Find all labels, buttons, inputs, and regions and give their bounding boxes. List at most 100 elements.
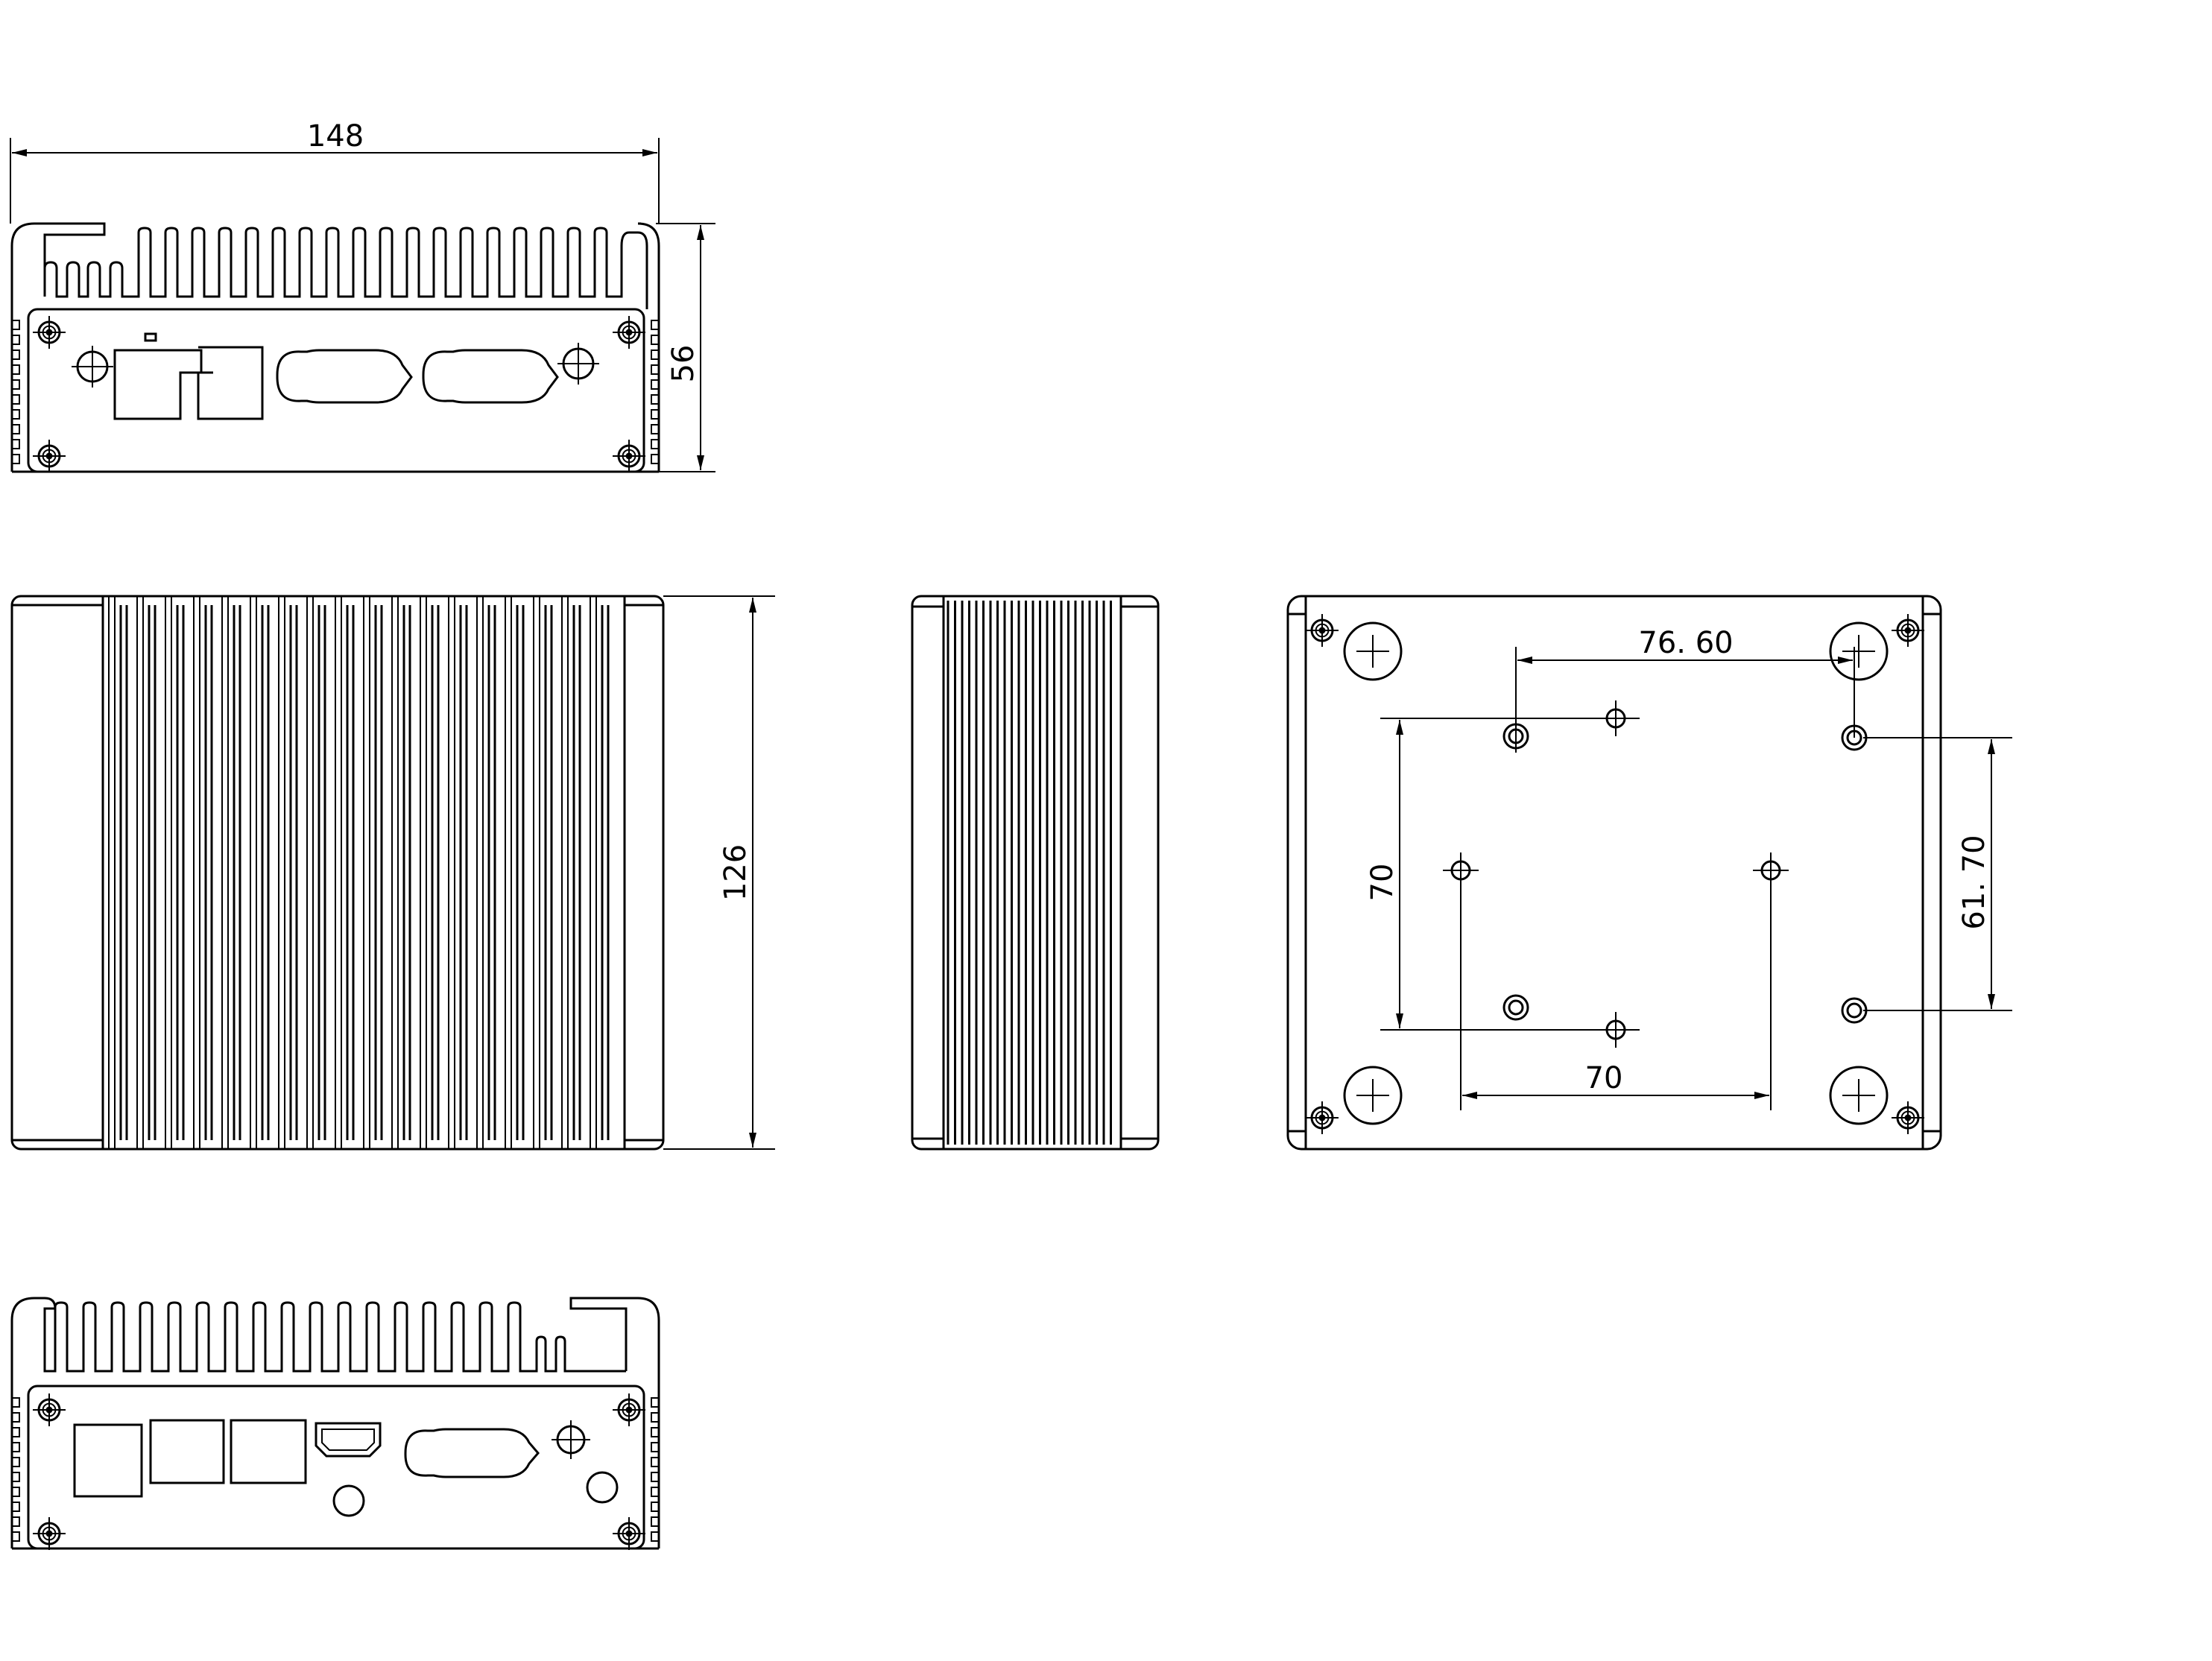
ethernet-port-icon — [73, 1423, 143, 1498]
side-heatsink-fins — [947, 601, 1112, 1145]
rib — [12, 335, 20, 345]
reset-button-icon — [586, 1471, 619, 1504]
rib — [651, 364, 659, 375]
rib — [12, 409, 20, 420]
rib — [12, 364, 20, 375]
dim-hole-spacing-6170: 61. 70 — [1957, 835, 1991, 929]
front-view: 148 56 — [10, 119, 715, 473]
rib — [12, 424, 20, 434]
fin-channel — [448, 596, 468, 1149]
fin-profile — [43, 227, 648, 309]
led-indicator-icon — [144, 332, 157, 342]
hdmi-port-icon — [315, 1422, 382, 1458]
rubber-foot-icon — [1343, 621, 1403, 681]
front-panel-screws — [33, 316, 645, 472]
fin-channel — [221, 596, 241, 1149]
rib — [651, 379, 659, 390]
fin-channel — [533, 596, 553, 1149]
serial-port-icon — [404, 1428, 540, 1478]
fin-channel — [335, 596, 355, 1149]
fin-channel — [250, 596, 270, 1149]
threaded-hole-icon — [1502, 994, 1529, 1021]
serial-port-icon — [276, 349, 413, 404]
dim-height-56: 56 — [666, 345, 701, 383]
bottom-screws — [1306, 614, 1924, 1134]
bottom-view: 76. 60 61. 70 70 70 — [1286, 595, 2012, 1151]
rear-side-ribs — [12, 1397, 659, 1542]
rubber-feet — [1343, 621, 1889, 1125]
screw-icon — [33, 1393, 66, 1426]
top-heatsink-fins — [108, 596, 610, 1149]
dim-width-148: 148 — [307, 119, 364, 154]
power-button-icon — [332, 1484, 365, 1517]
threaded-hole-icon — [1841, 997, 1868, 1024]
dim-vesa-y-70: 70 — [1365, 864, 1400, 902]
rib — [12, 1531, 20, 1542]
screw-icon — [33, 316, 66, 349]
rib — [12, 1472, 20, 1482]
fin-channel — [505, 596, 525, 1149]
fin-channel — [420, 596, 440, 1149]
rib — [651, 394, 659, 405]
fin-profile — [43, 1297, 626, 1373]
antenna-hole-icon — [557, 343, 599, 385]
rib — [651, 1397, 659, 1408]
rib — [12, 1487, 20, 1497]
screw-icon — [33, 1517, 66, 1550]
fin-channel — [193, 596, 213, 1149]
rib — [651, 1487, 659, 1497]
rib — [12, 1457, 20, 1467]
rib — [651, 320, 659, 330]
screw-icon — [613, 1393, 645, 1426]
rib — [12, 1502, 20, 1512]
rib — [651, 1412, 659, 1423]
rib — [651, 335, 659, 345]
rubber-foot-icon — [1829, 1066, 1889, 1125]
screw-icon — [1306, 1101, 1339, 1134]
rib — [651, 1427, 659, 1437]
rib — [651, 1457, 659, 1467]
rear-panel-screws — [33, 1393, 645, 1550]
fin-channel — [363, 596, 383, 1149]
rib — [651, 1502, 659, 1512]
fin-channel — [306, 596, 326, 1149]
rib — [12, 379, 20, 390]
serial-port-icon — [422, 349, 559, 404]
rib — [12, 1427, 20, 1437]
usb-port-icon — [230, 1419, 307, 1484]
side-view — [911, 595, 1160, 1151]
dim-depth-126: 126 — [718, 844, 753, 901]
rib — [651, 1472, 659, 1482]
rib — [651, 439, 659, 449]
fin-channel — [136, 596, 157, 1149]
rear-view — [10, 1297, 660, 1550]
mounting-holes — [1443, 700, 1868, 1048]
screw-icon — [33, 440, 66, 472]
rib — [651, 1442, 659, 1452]
screw-icon — [613, 1517, 645, 1550]
screw-icon — [613, 440, 645, 472]
rib — [651, 454, 659, 464]
rubber-foot-icon — [1343, 1066, 1403, 1125]
rib — [651, 424, 659, 434]
rib — [12, 394, 20, 405]
rib — [651, 1531, 659, 1542]
screw-icon — [613, 316, 645, 349]
rib — [12, 439, 20, 449]
fin-channel — [391, 596, 411, 1149]
rib — [651, 1516, 659, 1527]
screw-icon — [1892, 614, 1924, 647]
front-heatsink-fins — [43, 227, 648, 309]
usb-port-icon — [197, 346, 264, 420]
dc-power-port-icon — [113, 349, 203, 420]
rib — [12, 1442, 20, 1452]
rib — [12, 320, 20, 330]
usb-port-icon — [149, 1419, 225, 1484]
rubber-foot-icon — [1829, 621, 1889, 681]
fin-channel — [165, 596, 185, 1149]
rib — [12, 349, 20, 360]
front-side-ribs — [12, 320, 659, 464]
rib — [12, 1412, 20, 1423]
rib — [12, 1397, 20, 1408]
